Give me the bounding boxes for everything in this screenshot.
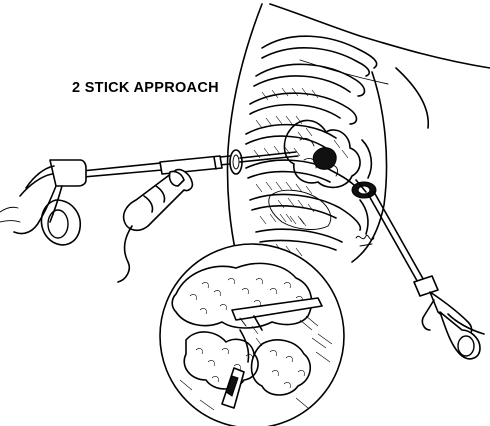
rib-cage (245, 35, 378, 257)
lung-tissue (268, 119, 361, 230)
figure-title: 2 STICK APPROACH (72, 80, 219, 96)
cautery-handpiece (117, 168, 194, 283)
magnified-inset (159, 243, 345, 426)
artist-signature (355, 234, 375, 247)
left-scissor-instrument (0, 151, 299, 246)
right-grasper-instrument (355, 179, 485, 360)
